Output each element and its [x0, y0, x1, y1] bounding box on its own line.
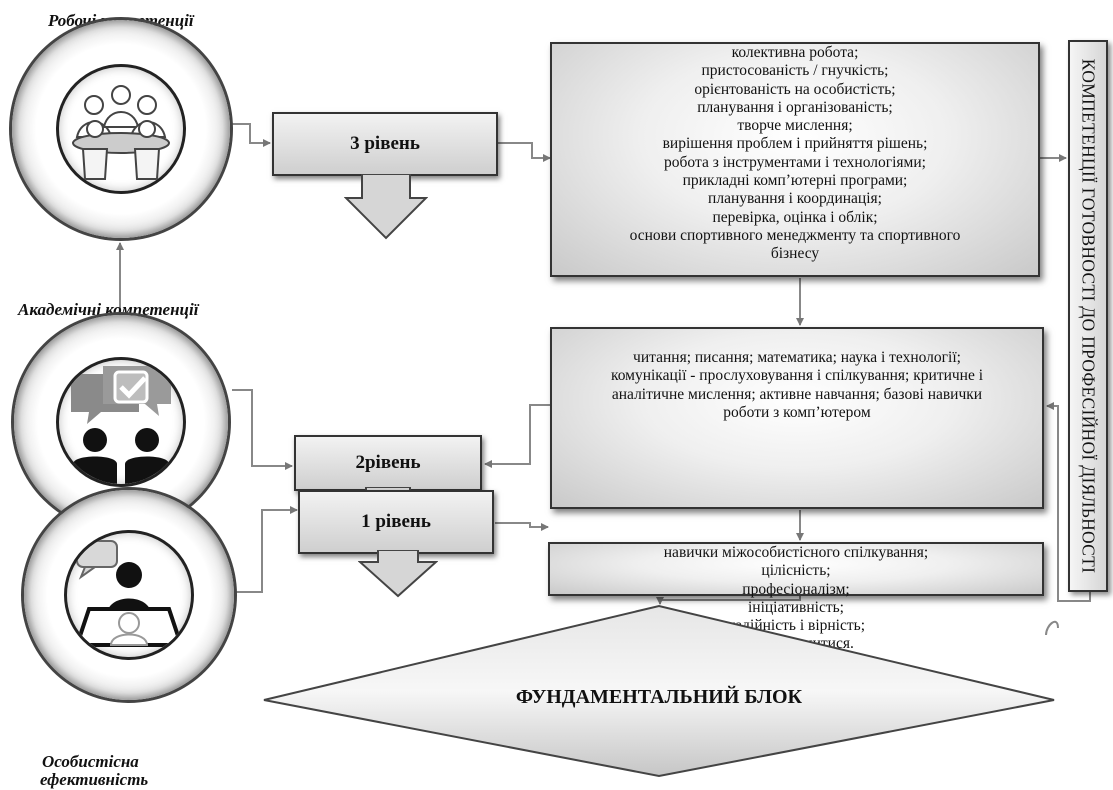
level-3-down-arrow	[344, 174, 428, 240]
level-3-skill: планування і координація;	[708, 190, 882, 208]
level-1-skill: цілісність;	[761, 562, 831, 580]
level-1-block: 1 рівень	[298, 490, 494, 602]
level-2-label: 2рівень	[355, 452, 421, 473]
level-3-block: 3 рівень	[272, 112, 498, 242]
level-2-box: 2рівень	[294, 435, 482, 491]
level-3-box: 3 рівень	[272, 112, 498, 176]
level-1-box: 1 рівень	[298, 490, 494, 554]
professional-readiness-bar: КОМПЕТЕНЦІЇ ГОТОВНОСТІ ДО ПРОФЕСІЙНОЇ ДІ…	[1068, 40, 1108, 592]
academic-competencies-label: Академічні компетенції	[18, 300, 199, 319]
level-3-skill: колективна робота;	[731, 44, 859, 61]
professional-readiness-label: КОМПЕТЕНЦІЇ ГОТОВНОСТІ ДО ПРОФЕСІЙНОЇ ДІ…	[1078, 58, 1099, 574]
level-3-skills-box: колективна робота; пристосованість / гну…	[550, 42, 1040, 277]
person-speech-icon	[74, 540, 184, 647]
level-3-skill: орієнтованість на особистість;	[694, 80, 896, 98]
level-3-skill: планування і організованість;	[697, 98, 893, 116]
level-3-skill: вирішення проблем і прийняття рішень;	[662, 135, 928, 153]
personal-effectiveness-label: Особистісна	[42, 752, 139, 771]
level-1-skill: ініціативність;	[747, 598, 844, 616]
level-1-skill: навички міжособистісного спілкування;	[663, 544, 929, 561]
academic-icon-frame	[56, 357, 186, 487]
academic-competencies-ring	[14, 315, 228, 529]
personal-effectiveness-label-2: ефективність	[40, 770, 149, 789]
foundation-label: ФУНДАМЕНТАЛЬНИЙ БЛОК	[515, 686, 803, 708]
level-3-skill: перевірка, оцінка і облік;	[712, 208, 878, 226]
level-1-label: 1 рівень	[361, 511, 431, 532]
level-1-skill: професіоналізм;	[742, 580, 850, 598]
level-1-down-arrow	[358, 550, 438, 598]
level-3-skill: бізнесу	[770, 245, 820, 263]
level-2-skills-box: читання; писання; математика; наука і те…	[550, 327, 1044, 509]
level-3-skill: прикладні комп’ютерні програми;	[682, 172, 908, 190]
level-3-skill: робота з інструментами і технологіями;	[664, 153, 926, 171]
level-3-skill: творче мислення;	[737, 117, 853, 135]
level-3-label: 3 рівень	[350, 133, 420, 154]
work-competencies-ring	[12, 20, 230, 238]
foundation-diamond	[263, 604, 1055, 778]
chat-checkmark-icon	[71, 366, 171, 484]
foundation-block: ФУНДАМЕНТАЛЬНИЙ БЛОК	[262, 604, 1056, 778]
personal-effectiveness-ring	[24, 490, 234, 700]
level-3-skill: основи спортивного менеджменту та спорти…	[629, 226, 961, 244]
level-2-skill-line: читання; писання; математика; наука і те…	[633, 349, 961, 366]
level-2-skill-line: комунікації - прослуховування і спілкува…	[610, 367, 984, 385]
level-2-skill-line: аналітичне мислення; активне навчання; б…	[611, 385, 983, 403]
personal-icon-frame	[64, 530, 194, 660]
level-1-skills-box: навички міжособистісного спілкування; ці…	[548, 542, 1044, 652]
work-icon-frame	[56, 64, 186, 194]
level-3-skill: пристосованість / гнучкість;	[701, 62, 889, 80]
level-2-skill-line: роботи з комп’ютером	[723, 403, 871, 421]
team-meeting-icon	[72, 85, 170, 180]
